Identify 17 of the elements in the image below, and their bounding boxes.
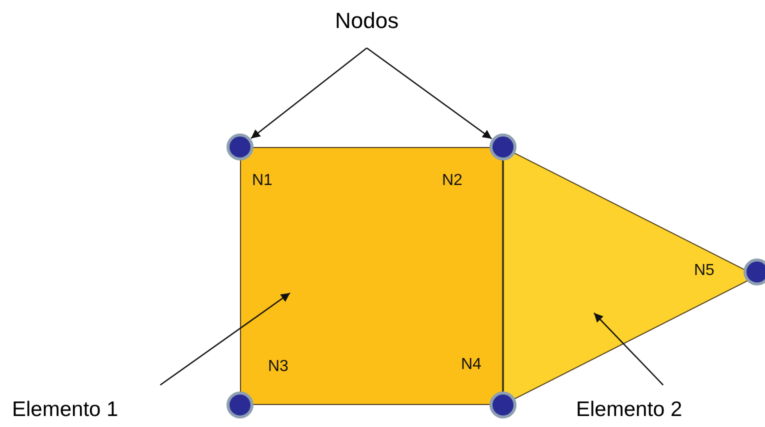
arrow bbox=[160, 292, 290, 386]
node-dot bbox=[226, 391, 254, 419]
node-dot bbox=[226, 133, 254, 161]
square-element bbox=[240, 147, 503, 405]
node-dot bbox=[489, 133, 517, 161]
node-label: N2 bbox=[442, 172, 462, 190]
node-label: N3 bbox=[268, 358, 288, 376]
arrow bbox=[366, 47, 492, 140]
callout-label: Elemento 2 bbox=[576, 398, 682, 422]
arrow bbox=[250, 47, 368, 139]
callout-label: Nodos bbox=[335, 8, 399, 34]
node-dot bbox=[489, 391, 517, 419]
arrow bbox=[594, 312, 664, 386]
node-label: N5 bbox=[694, 262, 714, 280]
node-label: N1 bbox=[252, 172, 272, 190]
node-label: N4 bbox=[461, 356, 482, 374]
callout-label: Elemento 1 bbox=[12, 398, 118, 422]
